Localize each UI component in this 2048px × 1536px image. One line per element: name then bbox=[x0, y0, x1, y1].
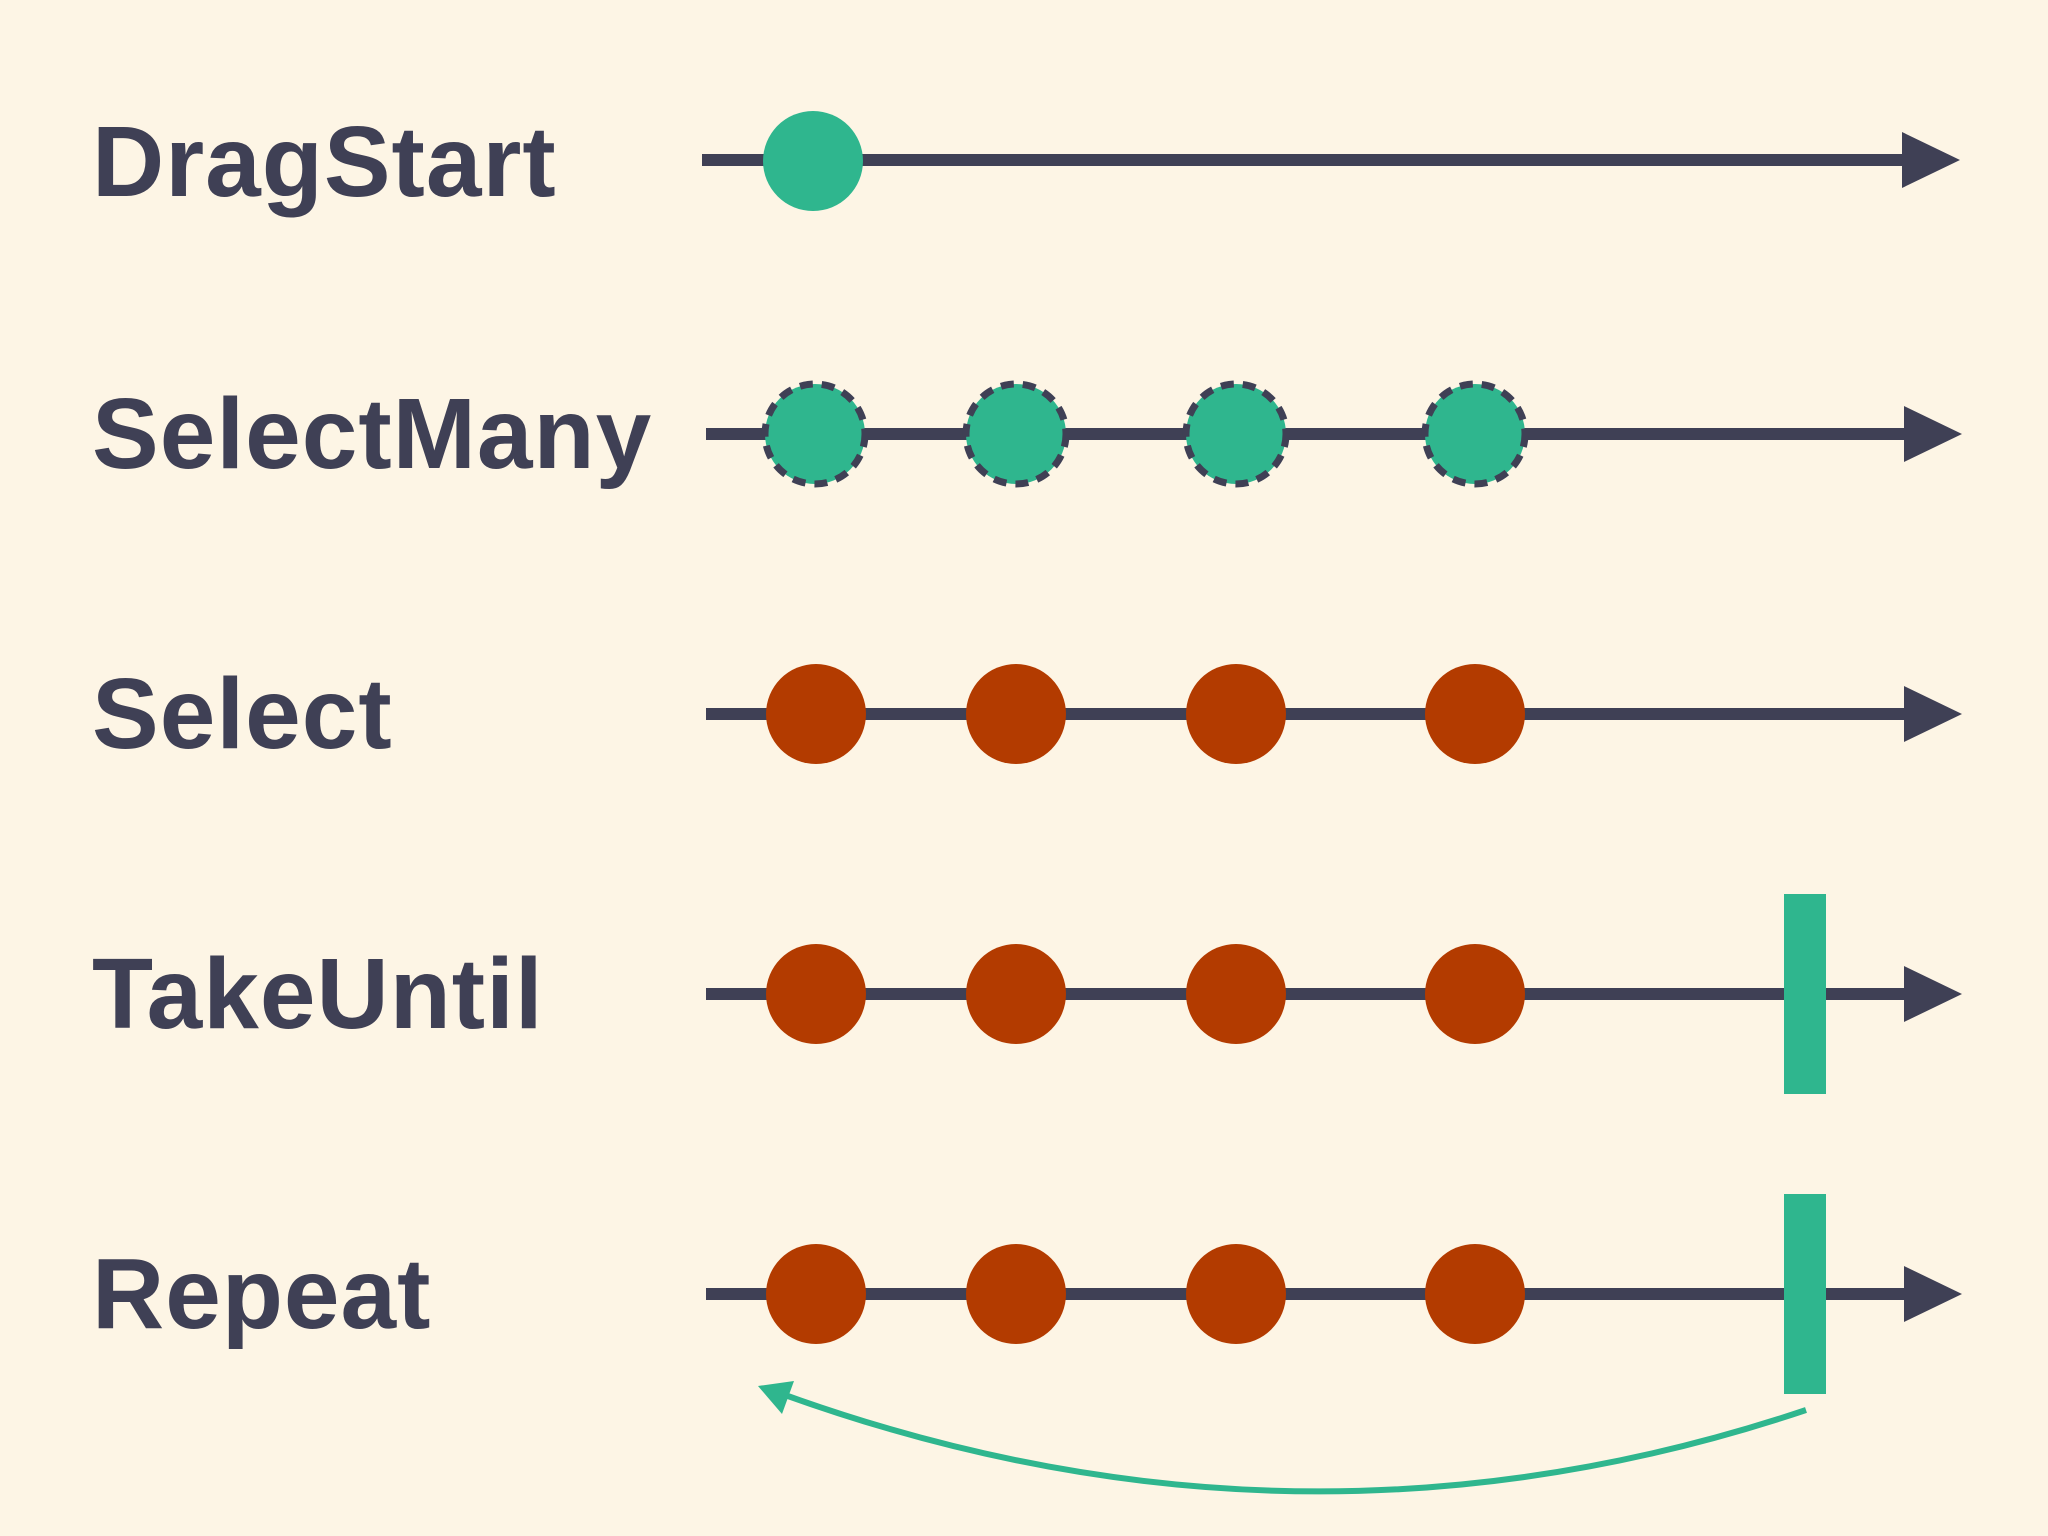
completion-bar bbox=[1784, 1194, 1826, 1394]
marble-rust bbox=[766, 664, 866, 764]
marble-rust bbox=[966, 944, 1066, 1044]
marble-teal bbox=[763, 111, 863, 211]
row-dragstart: DragStart bbox=[92, 106, 1960, 218]
repeat-arrowhead bbox=[758, 1381, 794, 1414]
marble-rust bbox=[766, 944, 866, 1044]
row-label-dragstart: DragStart bbox=[92, 106, 557, 218]
timeline-arrowhead bbox=[1904, 1266, 1962, 1322]
timeline-arrowhead bbox=[1904, 406, 1962, 462]
marble-rust bbox=[1186, 944, 1286, 1044]
marble-rust bbox=[1425, 664, 1525, 764]
marble-rust bbox=[966, 664, 1066, 764]
row-label-selectmany: SelectMany bbox=[92, 378, 652, 490]
row-takeuntil: TakeUntil bbox=[92, 894, 1962, 1094]
row-select: Select bbox=[92, 658, 1962, 770]
completion-bar bbox=[1784, 894, 1826, 1094]
marble-rust bbox=[1186, 1244, 1286, 1344]
row-label-repeat: Repeat bbox=[92, 1238, 431, 1350]
marble-rust bbox=[1425, 1244, 1525, 1344]
timeline-arrowhead bbox=[1904, 966, 1962, 1022]
marble-teal-dashed bbox=[1182, 380, 1290, 488]
row-label-takeuntil: TakeUntil bbox=[92, 938, 544, 1050]
marble-teal-dashed bbox=[761, 380, 869, 488]
marble-rust bbox=[1425, 944, 1525, 1044]
marble-rust bbox=[966, 1244, 1066, 1344]
timeline-arrowhead bbox=[1904, 686, 1962, 742]
marble-teal-dashed bbox=[962, 380, 1070, 488]
repeat-curve-arrow bbox=[783, 1392, 1807, 1495]
timeline-arrowhead bbox=[1902, 132, 1960, 188]
marble-rust bbox=[1186, 664, 1286, 764]
marble-teal-dashed bbox=[1421, 380, 1529, 488]
marble-rust bbox=[766, 1244, 866, 1344]
row-label-select: Select bbox=[92, 658, 393, 770]
row-selectmany: SelectMany bbox=[92, 378, 1962, 490]
row-repeat: Repeat bbox=[92, 1194, 1962, 1495]
